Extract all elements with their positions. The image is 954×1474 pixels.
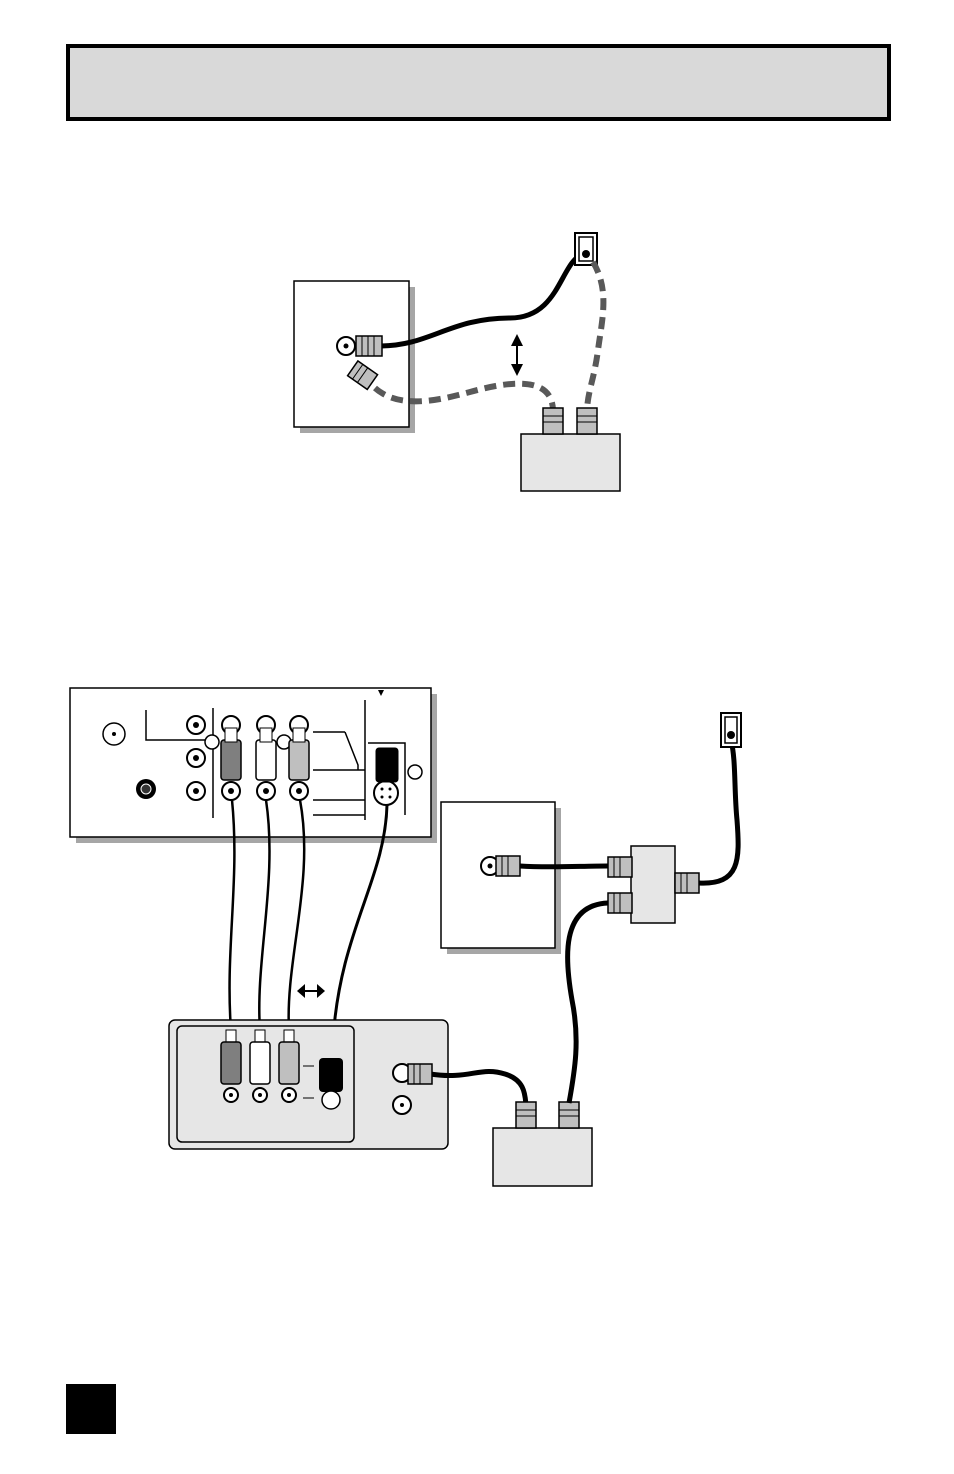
vcr-back-panel: [169, 1020, 448, 1149]
tv-back-panel: [294, 281, 415, 433]
dashed-coax-from-wall-to-cable-box: [587, 262, 603, 410]
coax-splitter-to-cablebox: [568, 903, 608, 1103]
second-tv: [441, 802, 561, 954]
cable-box: [521, 408, 620, 491]
coax-wall-to-splitter: [699, 740, 738, 883]
wall-outlet-bottom: [721, 713, 741, 747]
page-number-tab: [66, 1384, 116, 1434]
bottom-diagram: [70, 688, 741, 1186]
tv-av-panel: [70, 688, 437, 843]
splitter: [608, 846, 699, 923]
top-diagram: [294, 233, 620, 491]
wall-outlet: [575, 233, 597, 265]
antenna-in-jack: [337, 337, 355, 355]
cable-box-bottom: [493, 1102, 592, 1186]
swap-arrow: [297, 984, 325, 998]
coax-splitter-to-tv: [520, 866, 608, 867]
